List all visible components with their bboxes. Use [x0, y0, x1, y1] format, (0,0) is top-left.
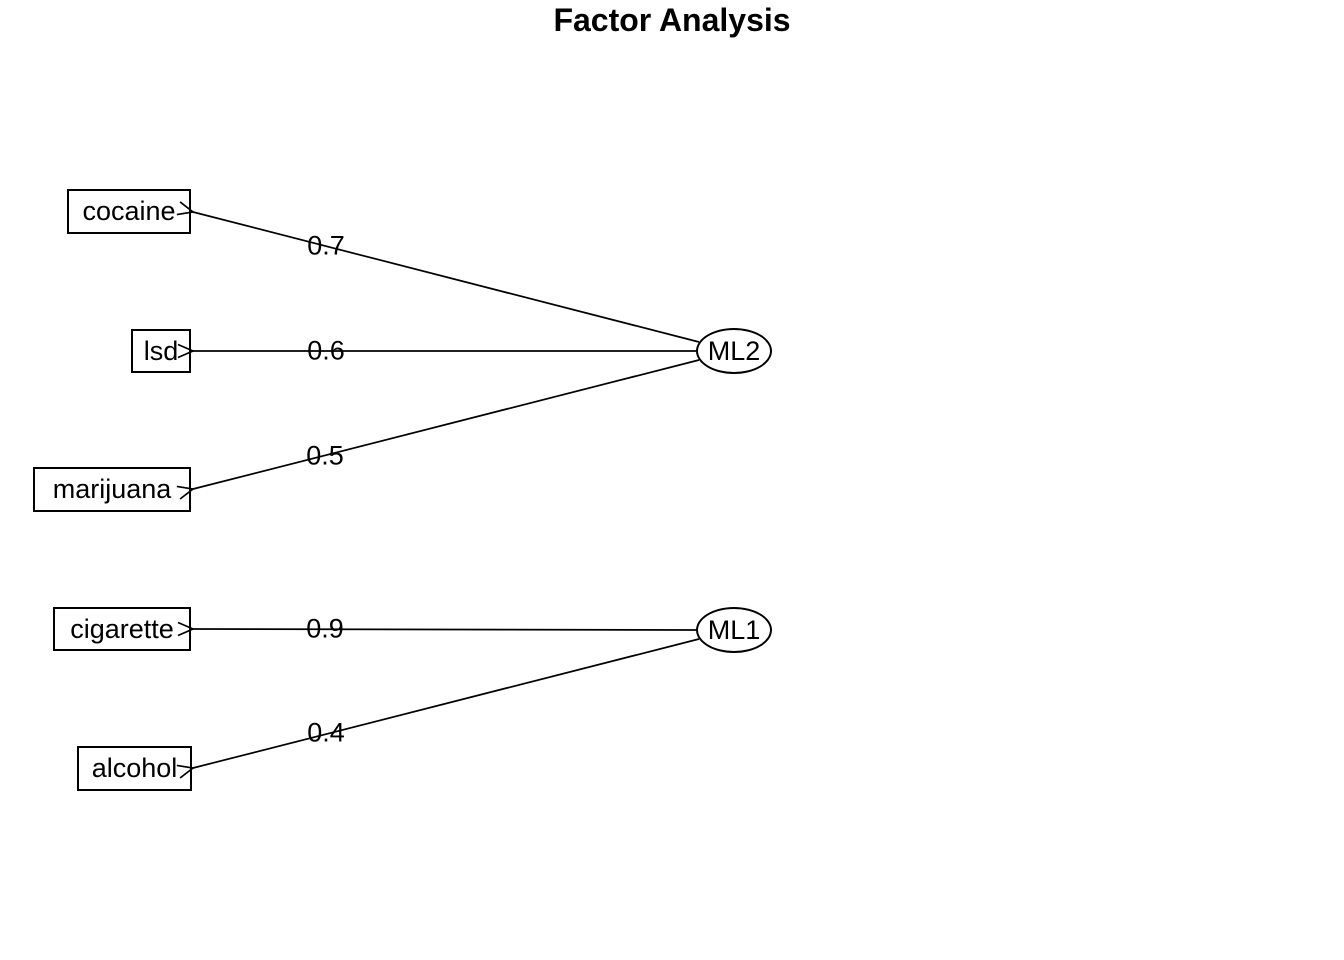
variable-box-alcohol: alcohol	[77, 746, 192, 791]
variable-box-cocaine: cocaine	[67, 189, 191, 234]
factor-node-ml1: ML1	[696, 607, 772, 653]
loading-value-ml1-alcohol: 0.4	[307, 717, 345, 748]
variable-box-lsd: lsd	[131, 329, 191, 373]
path-ml2-marijuana	[193, 359, 700, 489]
path-ml1-alcohol	[193, 638, 700, 768]
diagram-title: Factor Analysis	[553, 2, 791, 38]
loading-value-ml1-cigarette: 0.9	[306, 613, 344, 644]
path-ml1-cigarette	[193, 629, 697, 630]
factor-node-ml2: ML2	[696, 328, 772, 374]
loading-value-ml2-marijuana: 0.5	[306, 440, 344, 471]
path-ml2-cocaine	[193, 212, 700, 343]
loading-value-ml2-lsd: 0.6	[307, 335, 345, 366]
variable-box-cigarette: cigarette	[53, 607, 191, 651]
variable-box-marijuana: marijuana	[33, 467, 191, 512]
loading-value-ml2-cocaine: 0.7	[307, 230, 345, 261]
